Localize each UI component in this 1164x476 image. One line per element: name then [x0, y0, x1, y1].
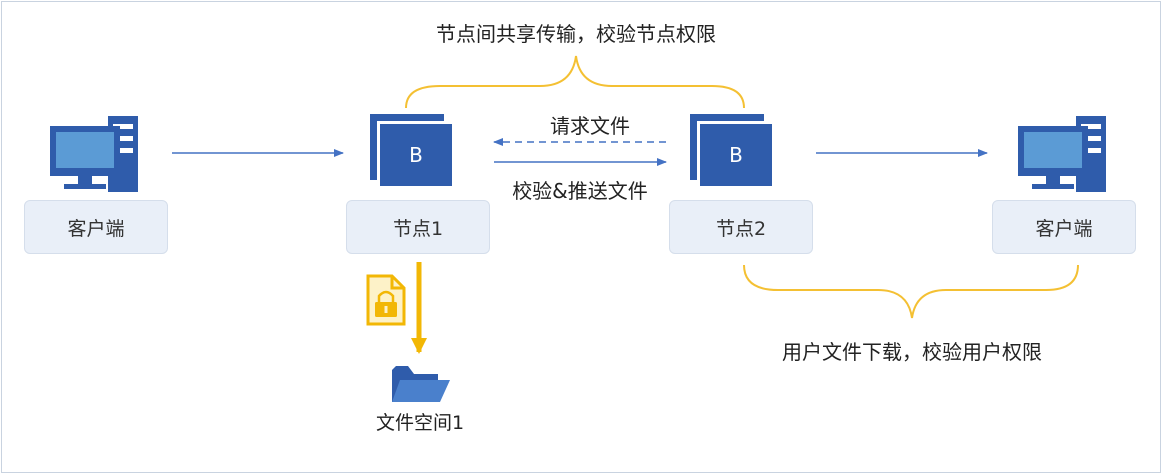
top-brace	[405, 55, 745, 109]
desktop-computer-icon	[50, 116, 138, 192]
node2-badge: B	[729, 143, 743, 167]
node2-label: 节点2	[669, 200, 813, 254]
locked-file-icon	[366, 274, 406, 326]
desktop-computer-icon	[1018, 116, 1106, 192]
file-space-label: 文件空间1	[375, 412, 465, 434]
folder-icon	[392, 366, 450, 402]
node1-label: 节点1	[346, 200, 490, 254]
node1-badge: B	[409, 143, 423, 167]
client-right-label: 客户端	[992, 200, 1136, 254]
top-annotation: 节点间共享传输，校验节点权限	[436, 22, 716, 46]
bottom-annotation: 用户文件下载，校验用户权限	[782, 340, 1042, 364]
server-stack-icon	[370, 114, 455, 189]
request-file-label: 请求文件	[550, 114, 630, 138]
client-left-label: 客户端	[24, 200, 168, 254]
push-file-label: 校验&推送文件	[512, 179, 648, 203]
bottom-brace	[743, 264, 1079, 319]
server-stack-icon	[690, 114, 775, 189]
